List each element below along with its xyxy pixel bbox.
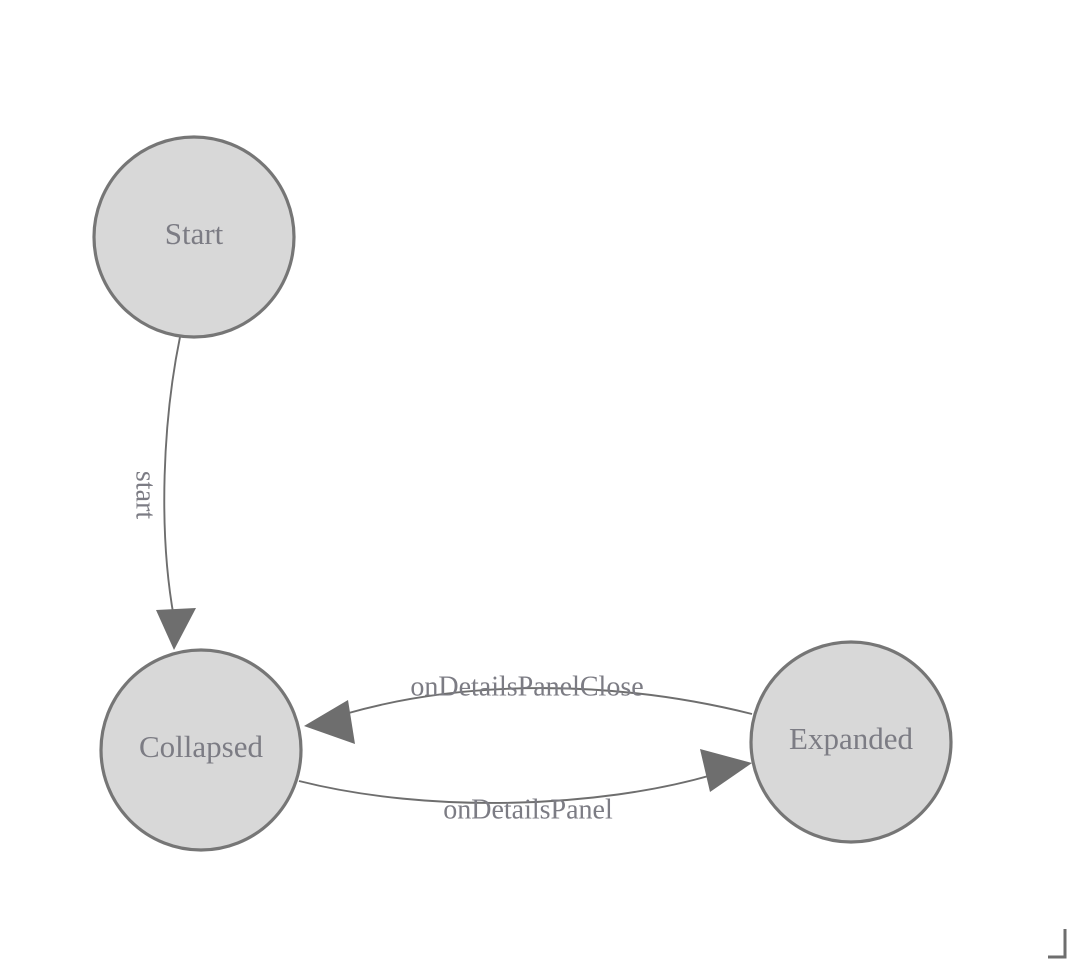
edge-labels-layer: start onDetailsPanelClose onDetailsPanel	[130, 471, 644, 826]
node-expanded[interactable]: Expanded	[749, 640, 953, 844]
edge-path	[344, 687, 753, 715]
node-label-start: Start	[165, 216, 224, 251]
node-start[interactable]: Start	[92, 135, 296, 339]
arrowhead-icon	[700, 749, 752, 792]
edge-collapsed-to-expanded[interactable]	[298, 749, 752, 804]
nodes-layer: Start Collapsed Expanded	[92, 135, 953, 852]
node-collapsed[interactable]: Collapsed	[99, 648, 303, 852]
edge-label-on-details-panel: onDetailsPanel	[443, 794, 613, 825]
node-shape	[99, 648, 303, 852]
edges-layer	[156, 336, 753, 804]
edge-label-on-details-panel-close: onDetailsPanelClose	[410, 671, 643, 702]
edge-label-start: start	[130, 471, 161, 519]
node-label-collapsed: Collapsed	[139, 729, 263, 764]
canvas-corner-bracket-icon	[1048, 929, 1067, 959]
node-shape	[92, 135, 296, 339]
arrowhead-icon	[156, 608, 196, 650]
node-label-expanded: Expanded	[789, 721, 913, 756]
node-shape	[749, 640, 953, 844]
edge-path	[298, 774, 713, 804]
edge-path	[163, 336, 181, 619]
edge-expanded-to-collapsed[interactable]	[304, 687, 753, 744]
edge-start-to-collapsed[interactable]	[156, 336, 196, 650]
arrowhead-icon	[304, 700, 355, 744]
